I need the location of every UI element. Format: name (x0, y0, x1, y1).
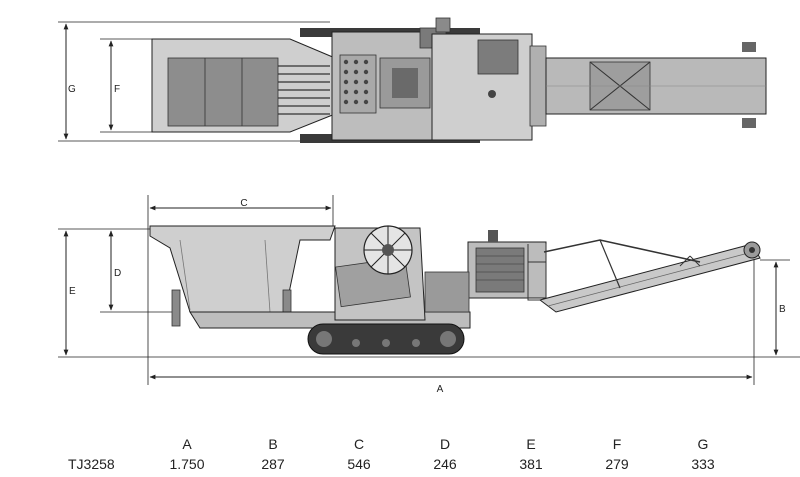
value-a: 1.750 (169, 456, 205, 472)
table-header-model (60, 434, 144, 454)
table-header-f: F (612, 436, 622, 452)
conveyor-side (538, 243, 761, 313)
dim-label-a: A (437, 384, 444, 395)
dimension-table: A B C D E F G TJ3258 1.750 287 546 246 3… (60, 434, 746, 474)
table-header-c: C (353, 436, 365, 452)
table-header-row: A B C D E F G (60, 434, 746, 454)
model-name: TJ3258 (68, 456, 115, 472)
table-header-b: B (268, 436, 278, 452)
dim-label-f: F (114, 84, 120, 95)
dim-label-b: B (779, 304, 786, 315)
side-view: C D E B A (58, 195, 800, 395)
table-header-g: G (697, 436, 709, 452)
dim-label-g: G (68, 84, 76, 95)
value-e: 381 (519, 456, 543, 472)
dim-label-d: D (114, 268, 121, 279)
table-header-d: D (439, 436, 451, 452)
table-header-a: A (182, 436, 192, 452)
table-row: TJ3258 1.750 287 546 246 381 279 333 (60, 454, 746, 474)
value-g: 333 (691, 456, 715, 472)
value-c: 546 (347, 456, 371, 472)
technical-drawing: G F (58, 17, 800, 395)
dim-label-c: C (240, 198, 247, 209)
dim-label-e: E (69, 286, 76, 297)
value-b: 287 (261, 456, 285, 472)
table-header-e: E (526, 436, 536, 452)
top-view: G F (58, 17, 767, 143)
value-d: 246 (433, 456, 457, 472)
value-f: 279 (605, 456, 629, 472)
